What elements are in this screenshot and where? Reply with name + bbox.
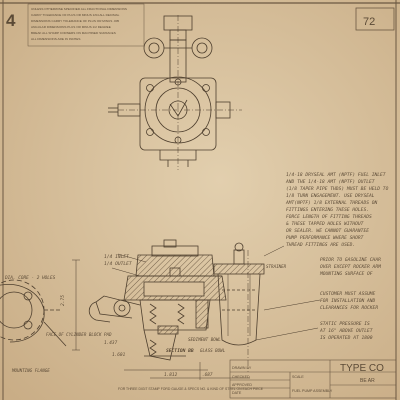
header-note-line: ALL DIMENSIONS ARE IN INCHES — [31, 37, 80, 41]
header-note-block: UNLESS OTHERWISE SPECIFIED ALL FRACTIONA… — [27, 3, 145, 47]
title-block-row: CHECKED — [232, 375, 250, 379]
note-customer-line: CLEARANCES FOR ROCKER — [320, 305, 378, 311]
label-dia-holes: DIA. CORE - 2 HOLES — [4, 275, 56, 281]
label-outlet: 1/4 OUTLET — [104, 261, 132, 267]
side-note-line: PUMP PERFORMANCE WHERE SHORT — [286, 235, 364, 241]
label-strainer: STRAINER — [266, 264, 287, 269]
label-inlet: 1/4 INLET — [104, 254, 129, 260]
side-note-line: (1/8 TAPER PIPE THDS) MUST BE HELD TO — [286, 186, 389, 192]
top-view-drawing — [108, 15, 242, 170]
side-note-line: THREAD FITTINGS ARE USED. — [286, 242, 355, 248]
title-block-row: DRAWN BY — [232, 366, 252, 370]
title-block-part-name: FUEL PUMP ASSEMBLY — [292, 389, 333, 393]
note-prior-line: PRIOR TO GASOLINE CHAR — [320, 257, 381, 263]
title-block-type: TYPE CO — [340, 363, 384, 374]
section-view-drawing — [72, 239, 321, 380]
side-note-line: 1/8 TURN ENGAGEMENT. USE DRYSEAL — [286, 193, 375, 199]
note-static-line: AT 16" ABOVE OUTLET — [319, 328, 373, 334]
title-block-row: SCALE — [292, 375, 304, 379]
label-glass-bowl: GLASS BOWL — [200, 348, 226, 353]
side-note-line: 1/4-18 DRYSEAL AMT (NPTF) FUEL INLET — [286, 172, 386, 178]
side-note-line: FITTINGS ENTERING THESE HOLES. — [286, 207, 369, 213]
label-section-b: SECTION BB — [166, 348, 194, 354]
side-note-line: OR SEALER. WE CANNOT GUARANTEE — [286, 228, 369, 234]
note-prior-line: OVER EXCEPT ROCKER ARM — [320, 264, 381, 270]
label-face-of-cylinder: FACE OF CYLINDER BLOCK PAD — [46, 332, 112, 337]
label-dim-275: 2.75 — [60, 295, 66, 306]
note-customer-line: FOR INSTALLATION AND — [320, 298, 376, 304]
header-note-line: BREAK ALL SHARP CORNERS ON MACHINED SURF… — [31, 31, 116, 35]
side-note-line: AND THE 1/4-18 AMT (NPTF) OUTLET — [285, 179, 375, 185]
label-mounting-flange: MOUNTING FLANGE — [11, 368, 50, 373]
label-dim-1601: 1.601 — [112, 352, 126, 358]
note-prior-line: MOUNTING SURFACE OF — [319, 271, 373, 277]
label-dim-1812: 1.812 — [164, 372, 178, 378]
label-sediment-bowl: SEDIMENT BOWL — [188, 337, 221, 342]
top-right-box: 72 — [355, 7, 395, 31]
side-note-line: & THESE TAPPED HOLES WITHOUT — [285, 221, 364, 227]
header-note-line: CARRY TOLERANCE OF PLUS OR MINUS 1/64 AL… — [31, 13, 120, 17]
label-dim-687: .687 — [202, 372, 213, 378]
note-customer: CUSTOMER MUST ASSUME FOR INSTALLATION AN… — [320, 291, 378, 311]
header-note-line: DIMENSIONS CARRY TOLERANCE OF PLUS OR MI… — [31, 19, 119, 23]
title-block — [229, 359, 397, 399]
side-note-line: AMT(NPTF) 1/8 EXTERNAL THREADS ON — [285, 200, 378, 206]
note-prior: PRIOR TO GASOLINE CHAR OVER EXCEPT ROCKE… — [319, 257, 381, 277]
title-block-company: BE AR — [360, 378, 375, 384]
note-static-line: STATIC PRESSURE IS — [320, 321, 370, 327]
left-flange-view — [0, 279, 67, 347]
side-note-block: 1/4-18 DRYSEAL AMT (NPTF) FUEL INLET AND… — [285, 172, 389, 248]
note-static-line: IS OPERATED AT 1800 — [320, 335, 373, 341]
side-note-line: FORCE LENGTH OF FITTING THREADS — [286, 214, 372, 220]
header-note-line: ANGULAR DIMENSIONS PLUS OR MINUS 1/2 DEG… — [31, 25, 111, 29]
note-static: STATIC PRESSURE IS AT 16" ABOVE OUTLET I… — [319, 321, 373, 341]
top-right-box-value: 72 — [363, 16, 375, 28]
sheet-corner-number: 4 — [6, 11, 16, 30]
title-block-row: DATE — [232, 391, 242, 395]
header-note-line: UNLESS OTHERWISE SPECIFIED ALL FRACTIONA… — [31, 7, 127, 11]
title-block-row: APPROVED — [232, 383, 252, 387]
label-dim-1437: 1.437 — [104, 340, 118, 346]
bottom-caption: FOR THREE DIGIT STAMP FORD GAUGE & SPECS… — [118, 387, 264, 391]
note-customer-line: CUSTOMER MUST ASSUME — [320, 291, 376, 297]
